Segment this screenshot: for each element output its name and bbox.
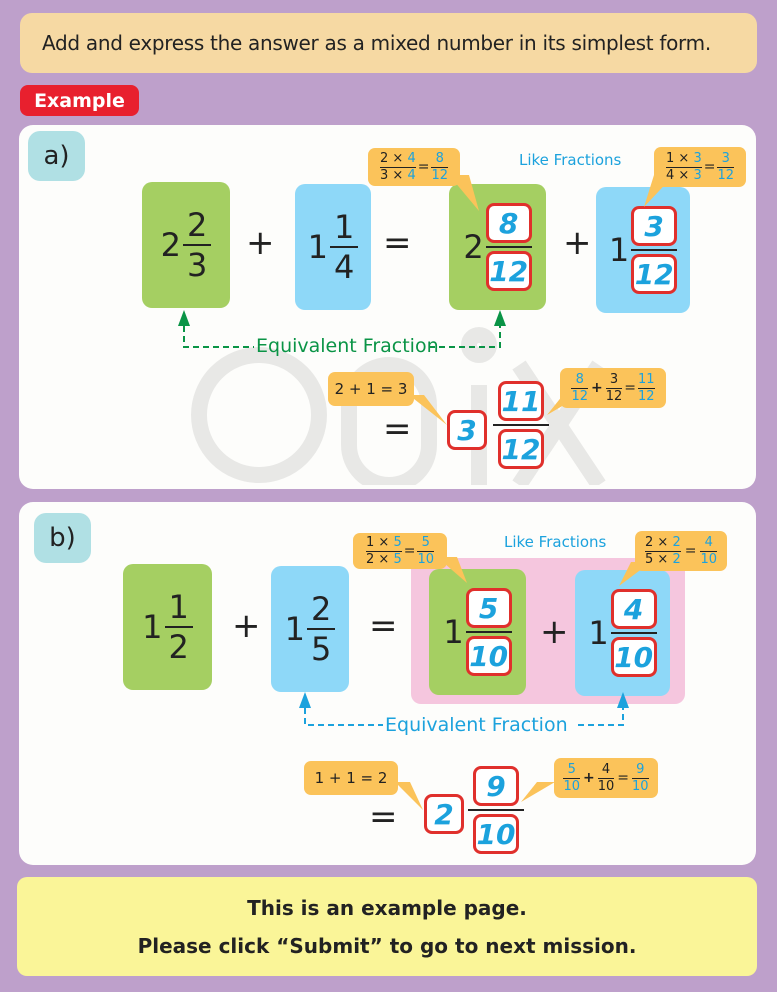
- answer-whole-box[interactable]: 2: [424, 794, 464, 834]
- footer-line-1: This is an example page.: [247, 895, 527, 920]
- whole-number: 1: [142, 608, 163, 646]
- plus-sign: +: [563, 223, 592, 263]
- whole-number: 1: [608, 231, 630, 269]
- plus-sign: +: [232, 606, 261, 646]
- answer-denominator-box[interactable]: 12: [485, 251, 532, 291]
- equivalent-fraction-label: Equivalent Fraction: [256, 335, 439, 357]
- numerator: 1: [168, 588, 189, 626]
- callout-pointer: [395, 782, 423, 810]
- like-fractions-label: Like Fractions: [504, 533, 607, 551]
- equals-sign: =: [369, 606, 398, 646]
- plus-sign: +: [540, 612, 569, 652]
- instruction-text: Add and express the answer as a mixed nu…: [42, 31, 711, 55]
- denominator: 4: [334, 248, 355, 286]
- answer-numerator-box[interactable]: 4: [610, 589, 657, 629]
- denominator: 3: [187, 246, 208, 284]
- answer-denominator-box[interactable]: 10: [465, 636, 512, 676]
- equivalent-arrow: [178, 310, 506, 348]
- part-b-label: b): [34, 513, 91, 563]
- part-a-label: a): [28, 131, 85, 181]
- example-tag: Example: [20, 85, 139, 116]
- whole-number: 1: [443, 613, 464, 651]
- answer-denominator-box[interactable]: 12: [631, 254, 678, 294]
- equivalent-arrow: [299, 692, 629, 726]
- answer-numerator-box[interactable]: 3: [631, 206, 678, 246]
- callout-pointer: [409, 395, 447, 425]
- equivalent-fraction-label: Equivalent Fraction: [385, 714, 568, 736]
- callout-whole-sum: 2 + 1 = 3: [328, 372, 414, 406]
- whole-number: 1: [307, 228, 328, 266]
- answer-fraction: 11 12: [493, 381, 549, 469]
- plus-sign: +: [246, 223, 275, 263]
- whole-number: 2: [463, 228, 484, 266]
- answer-numerator-box[interactable]: 8: [485, 203, 532, 243]
- answer-denominator-box[interactable]: 10: [473, 814, 519, 854]
- like-fractions-label: Like Fractions: [519, 151, 622, 169]
- numerator: 2: [187, 206, 208, 244]
- denominator: 2: [168, 628, 189, 666]
- answer-whole-box[interactable]: 3: [447, 410, 487, 450]
- answer-denominator-box[interactable]: 10: [610, 637, 657, 677]
- callout-whole-sum: 1 + 1 = 2: [304, 761, 398, 795]
- footer-line-2: Please click “Submit” to go to next miss…: [137, 933, 637, 958]
- equals-sign: =: [369, 797, 398, 837]
- instruction-banner: Add and express the answer as a mixed nu…: [20, 13, 757, 73]
- equals-sign: =: [383, 223, 412, 263]
- answer-numerator-box[interactable]: 5: [465, 588, 512, 628]
- callout-pointer: [521, 782, 555, 802]
- answer-denominator-box[interactable]: 12: [498, 429, 544, 469]
- numerator: 1: [334, 208, 355, 246]
- denominator: 5: [311, 630, 332, 668]
- answer-numerator-box[interactable]: 11: [498, 381, 544, 421]
- whole-number: 1: [588, 614, 609, 652]
- whole-number: 2: [160, 226, 181, 264]
- footer-notice: This is an example page. Please click “S…: [17, 877, 757, 976]
- whole-number: 1: [284, 610, 305, 648]
- answer-fraction: 9 10: [468, 766, 524, 854]
- numerator: 2: [311, 590, 332, 628]
- answer-numerator-box[interactable]: 9: [473, 766, 519, 806]
- equals-sign: =: [383, 409, 412, 449]
